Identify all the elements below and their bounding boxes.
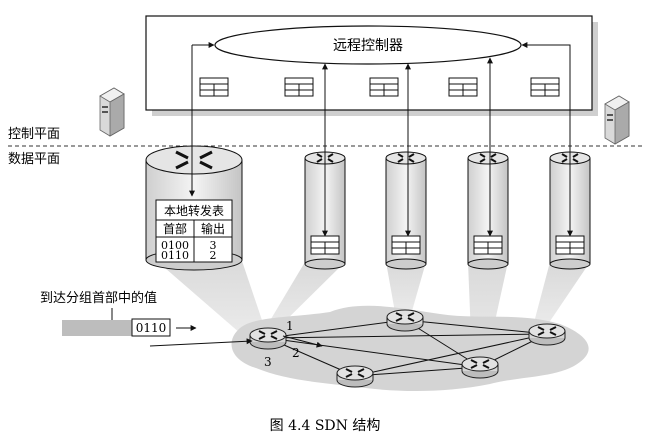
router-icon — [528, 323, 566, 346]
local-table-header-col2: 输出 — [201, 221, 225, 236]
remote-controller-label: 远程控制器 — [333, 38, 403, 54]
router-icon — [386, 309, 424, 332]
router-icon — [336, 365, 374, 388]
arriving-packet-label: 到达分组首部中的值 — [40, 290, 157, 306]
packet-header-box — [131, 318, 171, 337]
router-icon — [461, 356, 499, 379]
packet-body — [62, 320, 132, 336]
local-table-row-output: 2 — [210, 249, 217, 262]
packet-header-value: 0110 — [136, 321, 167, 335]
remote-controller-ellipse — [214, 25, 522, 65]
beam-big — [150, 255, 268, 340]
packet-arrow-in — [149, 338, 253, 347]
controller-table-1 — [199, 77, 229, 97]
local-table-row-output: 3 — [210, 239, 217, 252]
server-icon-right — [604, 95, 630, 145]
control-arrow-4 — [521, 42, 573, 237]
local-forwarding-table: 本地转发表 首部 输出 0100 3 0110 2 — [155, 199, 233, 263]
switch-table-2 — [391, 235, 421, 255]
port-label: 2 — [292, 346, 300, 360]
port-label: 3 — [264, 355, 272, 369]
beam-2 — [386, 262, 426, 318]
controller-table-4 — [448, 77, 478, 97]
beam-4 — [532, 262, 590, 330]
data-plane-label: 数据平面 — [8, 152, 60, 167]
local-table-header-col1: 首部 — [163, 221, 187, 236]
server-icon-left — [99, 87, 125, 137]
router-icon — [249, 327, 287, 350]
control-plane-label: 控制平面 — [8, 127, 60, 142]
switch-table-4 — [555, 235, 585, 255]
switch-table-1 — [310, 235, 340, 255]
network-links — [267, 319, 548, 377]
controller-table-5 — [530, 77, 560, 97]
forward-arrow — [282, 335, 323, 348]
controller-table-3 — [369, 77, 399, 97]
network-cloud — [231, 305, 589, 391]
local-table-row-header: 0110 — [161, 249, 189, 262]
controller-table-2 — [284, 77, 314, 97]
local-table-row-header: 0100 — [161, 239, 189, 252]
local-table-title: 本地转发表 — [164, 203, 224, 218]
port-label: 1 — [286, 319, 294, 333]
figure-caption: 图 4.4 SDN 结构 — [270, 418, 381, 434]
switch-table-3 — [473, 235, 503, 255]
